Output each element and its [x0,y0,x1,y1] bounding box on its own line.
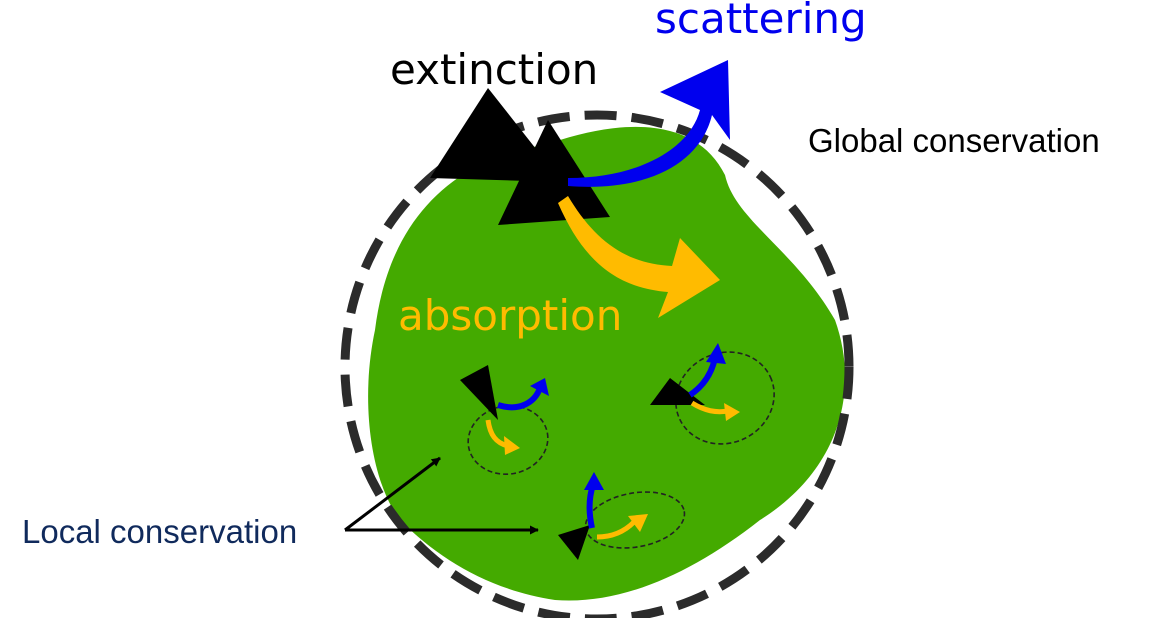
global-conservation-label: Global conservation [808,122,1100,159]
extinction-label: extinction [390,45,598,94]
scattering-label: scattering [655,0,867,43]
extinction-arrow-rear [498,120,610,225]
local-loop [467,405,549,475]
local-scattering-head [530,378,549,396]
local-absorption-head [724,403,740,421]
absorption-label: absorption [398,291,622,340]
absorption-arrow [558,196,720,318]
scattering-arrow [568,60,730,187]
local-conservation-label: Local conservation [22,513,297,550]
local-scattering-arrow [586,484,596,529]
local-extinction-arrow [650,378,705,405]
local-scattering-arrow [497,386,543,411]
local-absorption-head [628,514,648,532]
local-extinction-arrow [558,525,590,560]
local-pointer-line [344,456,441,532]
particle-body [368,126,846,601]
extinction-arrow [430,88,562,182]
local-extinction-arrow [460,365,498,420]
local-scattering-head [584,472,604,490]
global-boundary-circle [340,110,854,618]
local-loop [675,351,775,445]
local-absorption-head [504,436,520,455]
local-absorption-arrow [596,520,636,540]
local-scattering-head [706,343,726,364]
